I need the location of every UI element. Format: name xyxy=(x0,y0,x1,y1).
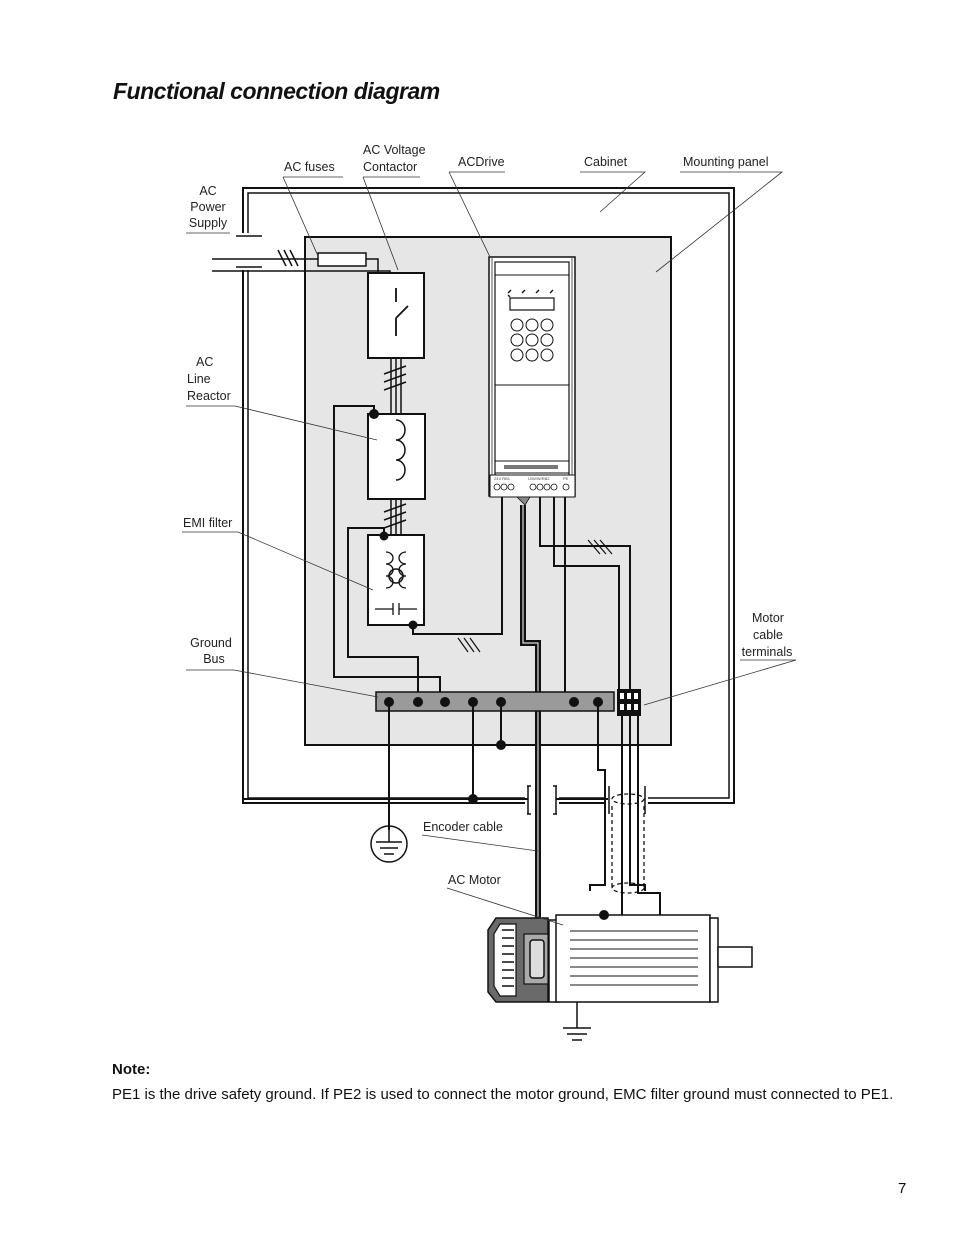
ac-drive: 24V RB1 U/W/W/RB2 PE xyxy=(488,256,576,506)
motor-cable-terminals-label: Motor xyxy=(752,611,784,625)
ac-fuses-label: AC fuses xyxy=(284,160,335,174)
drive-terminal-label: PE xyxy=(563,476,569,481)
encoder-cable xyxy=(520,505,541,925)
ac-line-reactor xyxy=(367,413,426,500)
ac-voltage-contactor-label: Contactor xyxy=(363,160,417,174)
motor-cable-terminals-label: cable xyxy=(753,628,783,642)
emi-filter-label: EMI filter xyxy=(183,516,232,530)
ground-bus xyxy=(375,691,615,712)
cabinet-label: Cabinet xyxy=(584,155,628,169)
ac-line-reactor-label: Line xyxy=(187,372,211,386)
motor-cable-terminals xyxy=(617,689,641,716)
encoder-cable-label: Encoder cable xyxy=(423,820,503,834)
drive-terminal-label: U/W/W/RB2 xyxy=(528,476,550,481)
ground-bus-label: Ground xyxy=(190,636,232,650)
ac-motor-label: AC Motor xyxy=(448,873,501,887)
ground-symbol xyxy=(370,825,408,863)
mounting-panel xyxy=(304,236,672,746)
page-title: Functional connection diagram xyxy=(113,78,440,104)
supply-lines xyxy=(212,249,391,272)
acdrive-label: ACDrive xyxy=(458,155,505,169)
ac-fuse xyxy=(317,252,367,267)
ac-voltage-contactor xyxy=(367,272,425,359)
ac-line-reactor-label: Reactor xyxy=(187,389,231,403)
note-heading: Note: xyxy=(112,1061,151,1078)
ground-bus-label: Bus xyxy=(203,652,225,666)
mounting-panel-label: Mounting panel xyxy=(683,155,768,169)
drive-terminal-label: 24V RB1 xyxy=(494,476,511,481)
ac-line-reactor-label: AC xyxy=(196,355,213,369)
ac-power-supply-label: Supply xyxy=(189,216,228,230)
ac-motor xyxy=(487,914,753,1003)
page-number: 7 xyxy=(898,1180,907,1197)
ac-power-supply-label: Power xyxy=(190,200,225,214)
motor-cable-terminals-label: terminals xyxy=(742,645,793,659)
emi-filter xyxy=(367,534,425,626)
note-text: PE1 is the drive safety ground. If PE2 i… xyxy=(112,1086,894,1103)
ac-power-supply-label: AC xyxy=(199,184,216,198)
ac-voltage-contactor-label: AC Voltage xyxy=(363,143,426,157)
